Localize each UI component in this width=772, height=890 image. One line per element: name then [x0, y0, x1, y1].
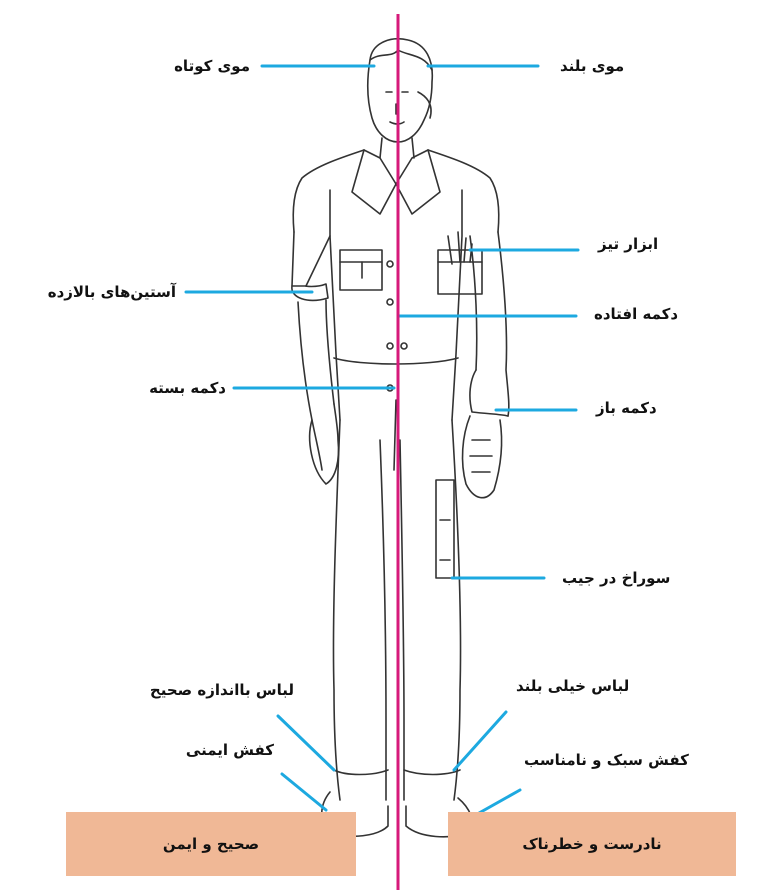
label-closed-button: دکمه بسته — [149, 378, 226, 398]
label-open-button: دکمه باز — [596, 398, 657, 418]
label-proper-size-clothing: لباس بااندازه صحیح — [150, 680, 294, 700]
label-rolled-sleeves: آستین‌های بالازده — [48, 282, 176, 302]
box-incorrect-dangerous: نادرست و خطرناک — [448, 812, 736, 876]
label-very-long-clothing: لباس خیلی بلند — [516, 676, 629, 696]
label-long-hair: موی بلند — [560, 56, 624, 76]
box-correct-safe: صحیح و ایمن — [66, 812, 356, 876]
label-missing-button: دکمه افتاده — [594, 304, 678, 324]
label-light-unsuitable-shoes: کفش سبک و نامناسب — [524, 750, 689, 770]
label-hole-in-pocket: سوراخ در جیب — [562, 568, 670, 588]
label-safety-shoes: کفش ایمنی — [186, 740, 274, 760]
leader-safety-shoes — [282, 774, 326, 810]
label-short-hair: موی کوتاه — [174, 56, 250, 76]
leader-proper-size — [278, 716, 334, 770]
leader-very-long — [454, 712, 506, 770]
label-sharp-tools: ابزار تیز — [598, 234, 658, 254]
